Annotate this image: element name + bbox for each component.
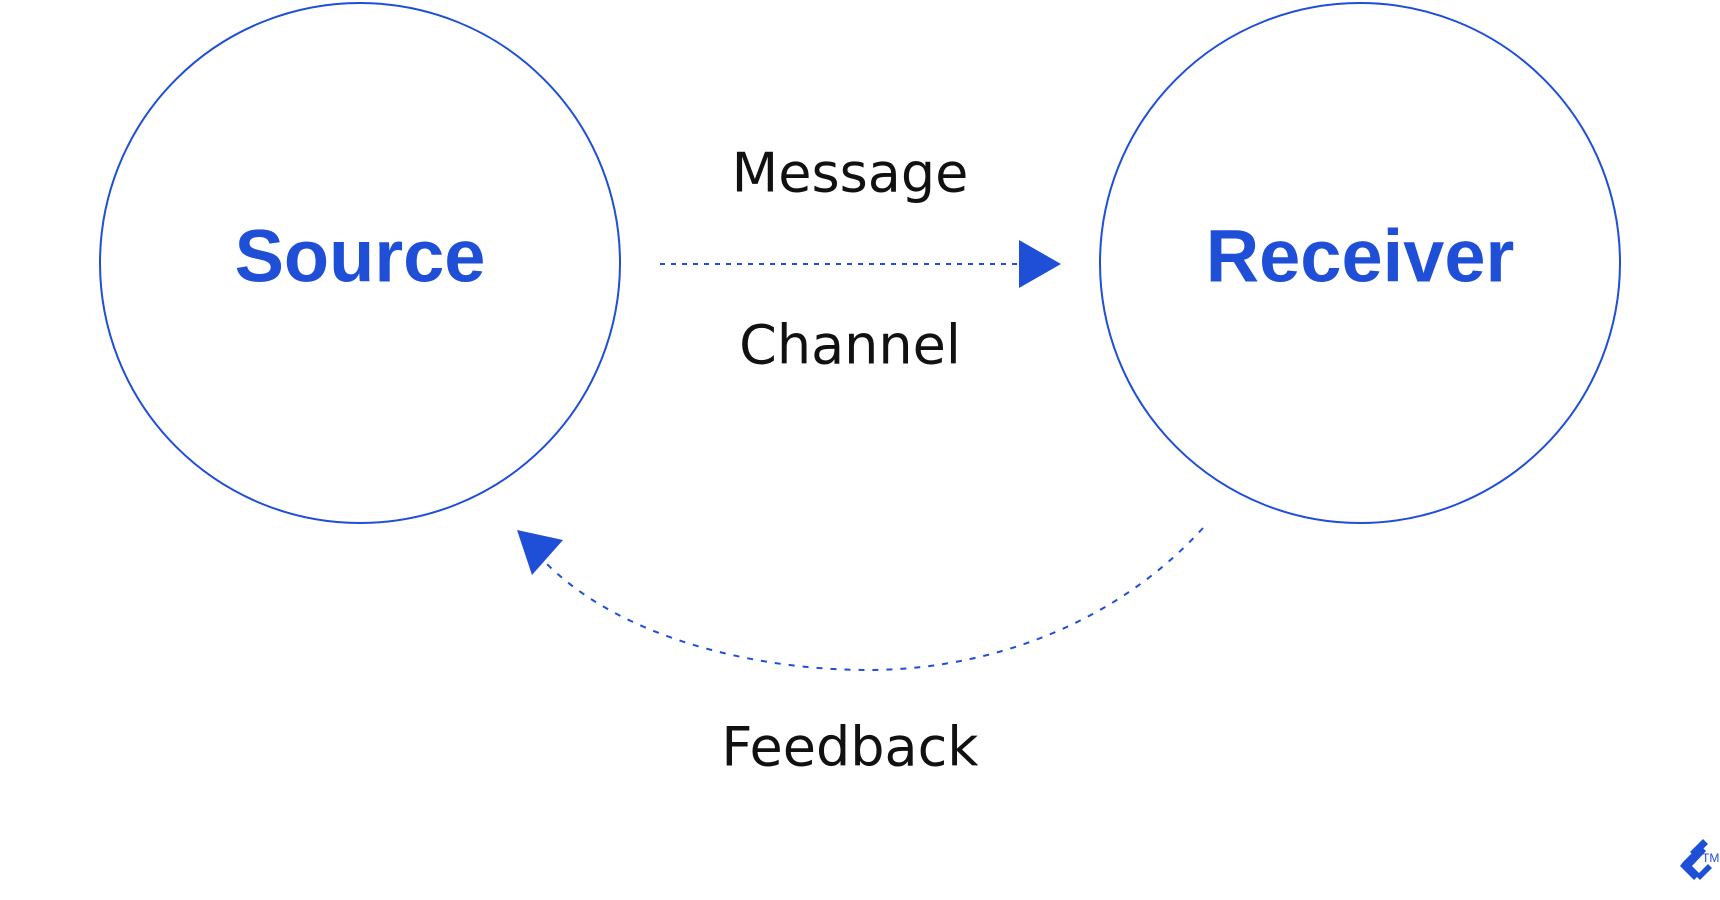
feedback-arrowhead-icon xyxy=(517,530,563,575)
message-arrowhead-icon xyxy=(1019,240,1061,288)
feedback-label: Feedback xyxy=(721,716,979,779)
message-edge xyxy=(660,240,1061,288)
feedback-dotted-curve xyxy=(542,527,1204,672)
channel-label: Channel xyxy=(739,314,961,377)
message-label: Message xyxy=(732,142,969,205)
trademark-text: TM xyxy=(1702,851,1719,865)
source-label: Source xyxy=(235,215,486,298)
source-circle xyxy=(99,2,621,524)
receiver-label: Receiver xyxy=(1206,215,1515,298)
receiver-circle xyxy=(1099,2,1621,524)
toptal-logo-icon: TM xyxy=(1680,839,1719,880)
receiver-node: Receiver xyxy=(1099,2,1621,524)
feedback-edge xyxy=(517,527,1204,672)
source-node: Source xyxy=(99,2,621,524)
